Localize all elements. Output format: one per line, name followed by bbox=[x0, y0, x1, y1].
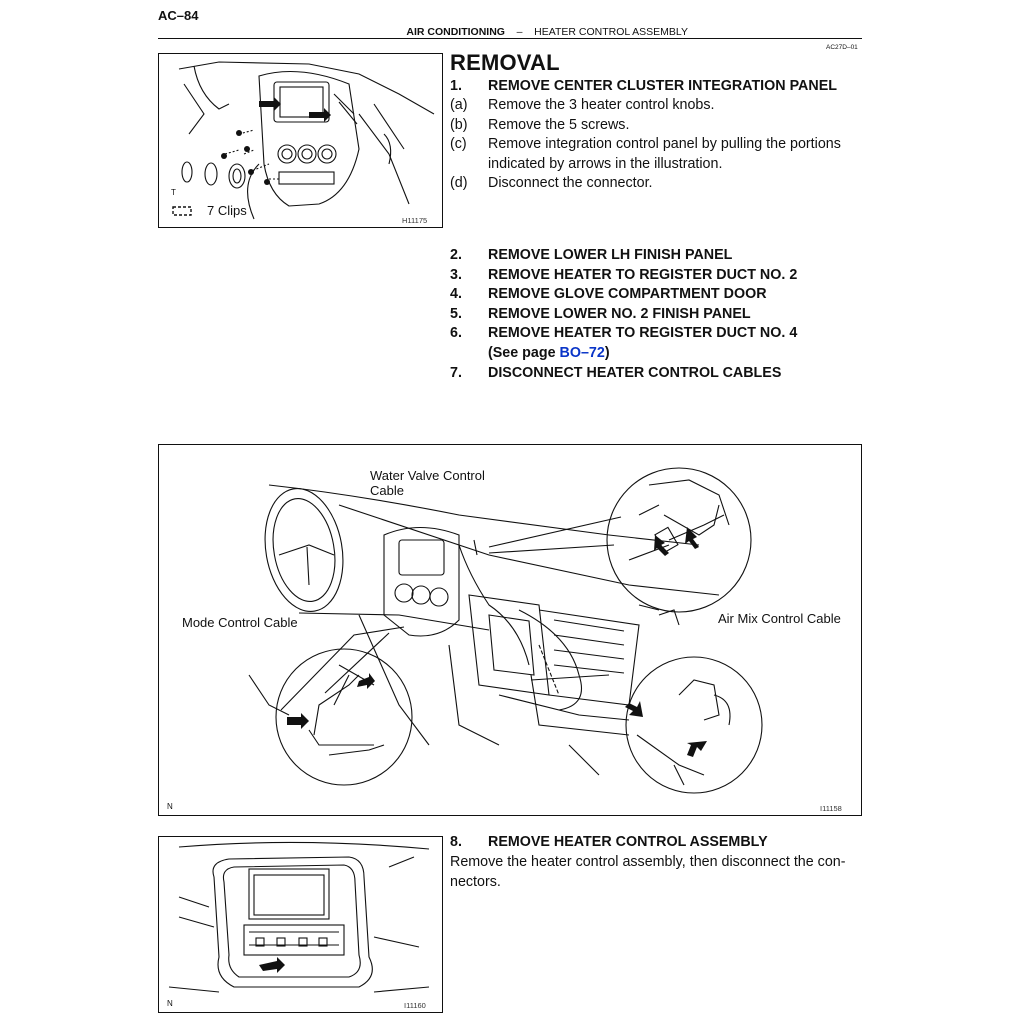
heater-control-illustration bbox=[168, 841, 430, 993]
step-title: REMOVE HEATER TO REGISTER DUCT NO. 2 bbox=[488, 267, 798, 283]
step-7: 7. DISCONNECT HEATER CONTROL CABLES bbox=[450, 364, 870, 384]
control-cables-illustration bbox=[248, 467, 763, 794]
figure1-corner-mark: T bbox=[171, 188, 176, 197]
step-title: DISCONNECT HEATER CONTROL CABLES bbox=[488, 365, 782, 381]
figure1-id: H11175 bbox=[402, 216, 428, 225]
header-section: AIR CONDITIONING bbox=[406, 26, 505, 38]
sub-label: (d) bbox=[450, 175, 468, 191]
header-rule bbox=[158, 38, 862, 39]
removal-ref-code: AC27D–01 bbox=[826, 44, 858, 51]
water-valve-label-line2: Cable bbox=[370, 483, 404, 498]
step-number: 8. bbox=[450, 834, 462, 850]
sub-label: (a) bbox=[450, 97, 468, 113]
step-8-body-line2: nectors. bbox=[450, 874, 501, 890]
header-subsection: HEATER CONTROL ASSEMBLY bbox=[534, 26, 688, 38]
step-1: 1. REMOVE CENTER CLUSTER INTEGRATION PAN… bbox=[450, 77, 870, 97]
step-title: REMOVE GLOVE COMPARTMENT DOOR bbox=[488, 286, 767, 302]
step-1a: (a) Remove the 3 heater control knobs. bbox=[450, 96, 870, 116]
step-2: 2. REMOVE LOWER LH FINISH PANEL bbox=[450, 246, 870, 266]
figure2-corner-mark: N bbox=[167, 802, 173, 811]
step-1-title: REMOVE CENTER CLUSTER INTEGRATION PANEL bbox=[488, 78, 837, 94]
step-6: 6. REMOVE HEATER TO REGISTER DUCT NO. 4 bbox=[450, 324, 870, 344]
mode-control-cable-label: Mode Control Cable bbox=[182, 615, 298, 630]
figure-cluster-panel: T 7 Clips H11175 bbox=[158, 53, 443, 228]
page-number: AC–84 bbox=[158, 8, 199, 23]
removal-title: REMOVAL bbox=[450, 50, 560, 75]
step-number: 5. bbox=[450, 306, 462, 322]
step-number: 2. bbox=[450, 247, 462, 263]
sub-text: Remove the 3 heater control knobs. bbox=[488, 97, 715, 113]
water-valve-label-line1: Water Valve Control bbox=[370, 468, 485, 483]
step-1c-cont: indicated by arrows in the illustration. bbox=[450, 155, 870, 175]
see-page-prefix: (See page bbox=[488, 345, 560, 361]
see-page-suffix: ) bbox=[604, 345, 610, 361]
page-link-bo72[interactable]: BO–72 bbox=[559, 345, 605, 361]
sub-text: Remove integration control panel by pull… bbox=[488, 136, 841, 152]
cluster-panel-illustration bbox=[172, 61, 435, 220]
step-title: REMOVE HEATER TO REGISTER DUCT NO. 4 bbox=[488, 325, 798, 341]
step-1b: (b) Remove the 5 screws. bbox=[450, 116, 870, 136]
sub-text: Remove the 5 screws. bbox=[488, 117, 630, 133]
air-mix-control-cable-label: Air Mix Control Cable bbox=[718, 611, 841, 626]
step-1d: (d) Disconnect the connector. bbox=[450, 174, 870, 194]
step-8-body-line1: Remove the heater control assembly, then… bbox=[450, 854, 846, 870]
figure3-corner-mark: N bbox=[167, 999, 173, 1008]
step-1c: (c) Remove integration control panel by … bbox=[450, 135, 870, 155]
step-6-reference: (See page BO–72) bbox=[488, 344, 610, 364]
header-separator: – bbox=[516, 26, 523, 38]
figure-control-cables: Water Valve Control Cable Mode Control C… bbox=[158, 444, 862, 816]
step-number: 6. bbox=[450, 325, 462, 341]
figure-heater-control-assembly: N I11160 bbox=[158, 836, 443, 1013]
step-1-number: 1. bbox=[450, 78, 462, 94]
step-4: 4. REMOVE GLOVE COMPARTMENT DOOR bbox=[450, 285, 870, 305]
step-title: REMOVE LOWER LH FINISH PANEL bbox=[488, 247, 733, 263]
running-header: AIR CONDITIONING – HEATER CONTROL ASSEMB… bbox=[158, 26, 688, 38]
step-number: 4. bbox=[450, 286, 462, 302]
step-3: 3. REMOVE HEATER TO REGISTER DUCT NO. 2 bbox=[450, 266, 870, 286]
clips-legend: 7 Clips bbox=[207, 203, 247, 218]
sub-label: (b) bbox=[450, 117, 468, 133]
step-number: 7. bbox=[450, 365, 462, 381]
step-number: 3. bbox=[450, 267, 462, 283]
step-title: REMOVE HEATER CONTROL ASSEMBLY bbox=[488, 834, 768, 850]
figure3-id: I11160 bbox=[404, 1001, 426, 1010]
step-8: 8. REMOVE HEATER CONTROL ASSEMBLY bbox=[450, 833, 870, 853]
step-title: REMOVE LOWER NO. 2 FINISH PANEL bbox=[488, 306, 751, 322]
sub-label: (c) bbox=[450, 136, 467, 152]
sub-text: Disconnect the connector. bbox=[488, 175, 653, 191]
step-5: 5. REMOVE LOWER NO. 2 FINISH PANEL bbox=[450, 305, 870, 325]
figure2-id: I11158 bbox=[820, 804, 842, 813]
sub-text: indicated by arrows in the illustration. bbox=[488, 156, 723, 172]
